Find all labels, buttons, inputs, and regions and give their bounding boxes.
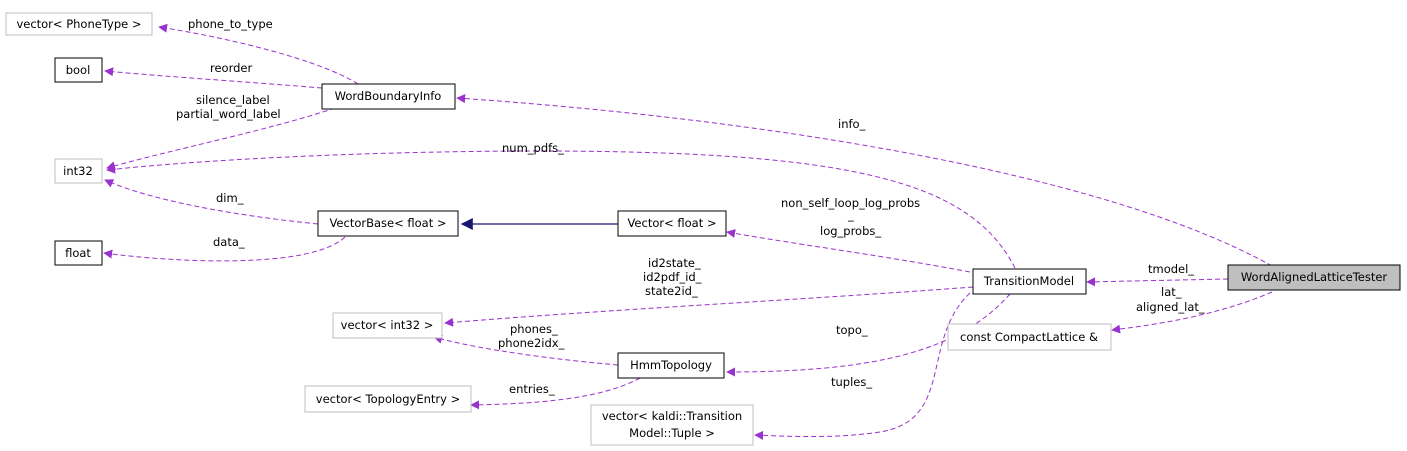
label-phone-to-type: phone_to_type (188, 17, 273, 31)
edge-lat (1111, 291, 1273, 334)
node-vector-float[interactable]: Vector< float > (617, 210, 727, 237)
node-label-line2: Model::Tuple > (629, 426, 715, 440)
edge-log-probs (726, 228, 971, 273)
label-topo: topo_ (836, 323, 868, 337)
node-vector-topologyentry[interactable]: vector< TopologyEntry > (304, 385, 472, 413)
node-float[interactable]: float (54, 240, 103, 266)
label-state2id: state2id_ (645, 284, 698, 298)
label-lat: lat_ (1161, 285, 1182, 299)
node-label: WordBoundaryInfo (335, 89, 442, 103)
edge-phones (433, 334, 619, 366)
label-reorder: reorder (210, 61, 252, 75)
edge-tuples (754, 292, 971, 440)
edge-data (103, 236, 346, 262)
node-label: const CompactLattice & (960, 330, 1098, 344)
node-label: VectorBase< float > (329, 216, 446, 230)
node-label: vector< PhoneType > (16, 17, 141, 31)
edge-phone-to-type (158, 23, 359, 85)
edge-entries (470, 377, 641, 410)
label-non-self-loop-log-probs: non_self_loop_log_probs (781, 196, 920, 210)
label-silence-label: silence_label (196, 93, 270, 107)
edge-silence-label (106, 107, 336, 171)
label-info: info_ (838, 117, 866, 131)
node-vectorbase-float[interactable]: VectorBase< float > (317, 210, 459, 237)
label-phones: phones_ (510, 322, 558, 336)
label-data: data_ (213, 235, 245, 249)
node-label: bool (66, 63, 91, 77)
node-const-compactlattice[interactable]: const CompactLattice & (947, 323, 1112, 351)
label-tmodel: tmodel_ (1148, 262, 1194, 276)
node-vector-phonetype[interactable]: vector< PhoneType > (5, 12, 153, 36)
node-label-line1: vector< kaldi::Transition (602, 409, 742, 423)
node-hmmtopology[interactable]: HmmTopology (617, 352, 725, 379)
label-aligned-lat: aligned_lat_ (1136, 300, 1205, 314)
node-wordboundaryinfo[interactable]: WordBoundaryInfo (321, 83, 456, 110)
node-label: TransitionModel (983, 274, 1074, 288)
edge-id2state (444, 286, 974, 327)
node-label: WordAlignedLatticeTester (1241, 270, 1388, 284)
edge-topo (726, 293, 1011, 377)
label-id2pdf-id: id2pdf_id_ (643, 270, 702, 284)
node-wordalignedlatticetester[interactable]: WordAlignedLatticeTester (1227, 264, 1401, 291)
edge-num-pdfs (106, 150, 1016, 269)
label-partial-word-label: partial_word_label (176, 107, 281, 121)
label-underscore: _ (847, 208, 854, 222)
node-vector-int32[interactable]: vector< int32 > (332, 312, 443, 339)
label-phone2idx: phone2idx_ (498, 336, 565, 350)
node-label: int32 (63, 164, 93, 178)
edge-info (456, 94, 1273, 267)
node-transitionmodel[interactable]: TransitionModel (972, 268, 1087, 295)
label-log-probs: log_probs_ (820, 224, 881, 238)
node-vector-transitionmodel-tuple[interactable]: vector< kaldi::Transition Model::Tuple > (590, 404, 754, 446)
label-tuples: tuples_ (831, 375, 872, 389)
edge-tmodel (1086, 277, 1229, 287)
node-int32[interactable]: int32 (54, 158, 103, 184)
edge-reorder (104, 67, 323, 89)
node-label: Vector< float > (627, 216, 716, 230)
label-num-pdfs: num_pdfs_ (502, 141, 564, 155)
edge-dim (104, 179, 319, 225)
label-dim: dim_ (216, 191, 244, 205)
node-label: vector< int32 > (341, 318, 434, 332)
node-label: HmmTopology (630, 358, 712, 372)
label-entries: entries_ (509, 382, 555, 396)
node-label: vector< TopologyEntry > (316, 392, 460, 406)
node-bool[interactable]: bool (54, 57, 103, 83)
node-label: float (65, 246, 91, 260)
label-id2state: id2state_ (648, 256, 701, 270)
